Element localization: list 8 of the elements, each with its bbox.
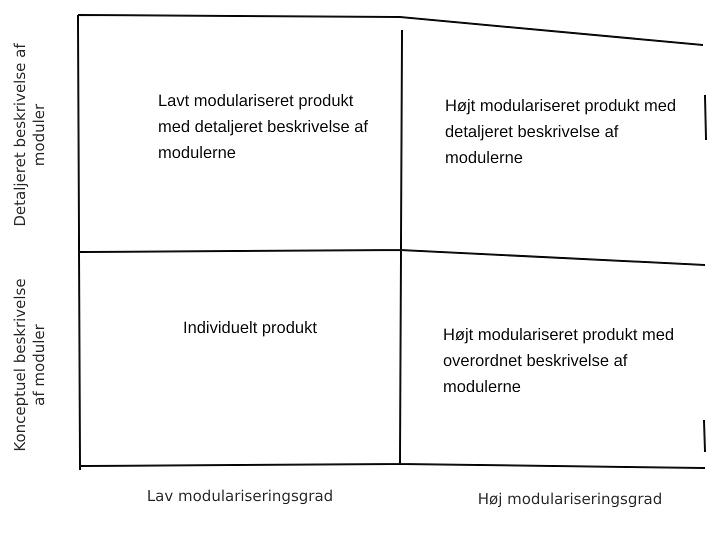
x-axis-label: Høj modulariseringsgrad [476,490,664,509]
y-axis-label: Detaljeret beskrivelse af moduler [11,42,49,229]
quadrant-label: Lavt modulariseret produkt med detaljeret beskrivelse af modulerne [158,88,383,166]
x-axis-label: Lav modulariseringsgrad [146,487,334,506]
quadrant-label: Højt modulariseret produkt med overordnet beskrivelse af modulerne [443,322,703,400]
quadrant-label: Individuelt produkt [183,315,363,341]
y-axis-label: Konceptuel beskrivelse af moduler [11,277,49,454]
quadrant-label: Højt modulariseret produkt med detaljeret beskrivelse af modulerne [445,93,685,171]
